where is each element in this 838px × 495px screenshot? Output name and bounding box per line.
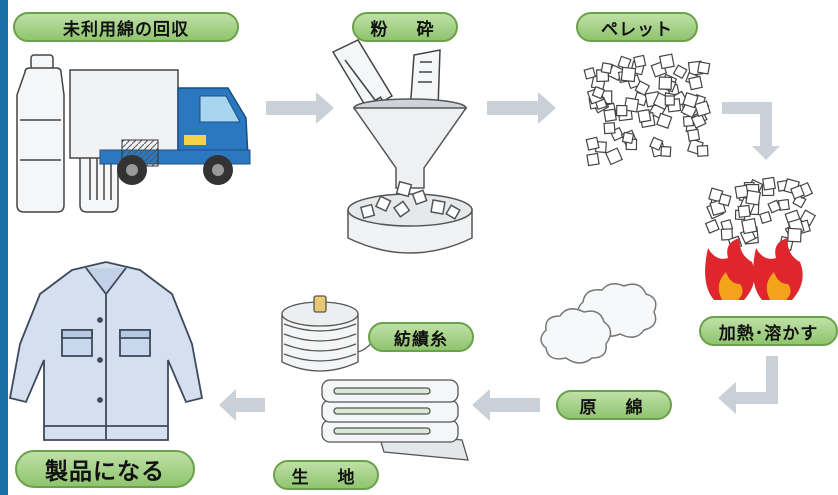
yarn-spool-icon: [281, 295, 373, 372]
arrow-left-icon: [718, 356, 778, 414]
arrow-left-icon: [219, 389, 265, 421]
pellet: [633, 54, 647, 68]
pellet: [649, 136, 664, 151]
pellet: [603, 108, 617, 123]
pellet: [621, 131, 635, 145]
pellet: [704, 218, 720, 234]
cotton-cloud-icon: [540, 283, 657, 364]
jacket-icon: [8, 261, 204, 441]
pellet: [586, 152, 600, 167]
pellets-icon: [704, 176, 817, 252]
pellet: [637, 108, 652, 123]
step-label-fabric: 生 地: [273, 460, 379, 490]
arrow-right-icon: [487, 92, 556, 124]
pellet: [623, 97, 640, 113]
step-label-pellet: ペレット: [576, 12, 698, 42]
pellet: [767, 199, 782, 214]
flame-icon: [753, 238, 803, 300]
step-label-collection: 未利用綿の回収: [13, 12, 239, 42]
pellet: [686, 128, 701, 142]
pellet: [660, 145, 672, 157]
pellet: [600, 62, 613, 75]
pellet: [696, 61, 711, 75]
arrow-down-icon: [722, 102, 780, 160]
step-label-product: 製品になる: [15, 450, 195, 488]
pellet: [694, 100, 711, 118]
arrow-right-icon: [266, 92, 334, 124]
pellet: [658, 76, 673, 91]
pellet: [787, 227, 802, 243]
pellet: [737, 204, 751, 218]
pellet: [718, 193, 732, 207]
pellet: [658, 53, 675, 70]
pellet: [603, 122, 616, 135]
arrow-left-icon: [472, 389, 540, 421]
funnel-icon: [352, 98, 468, 189]
fabric-stack-icon: [321, 379, 469, 461]
pellet: [745, 189, 762, 206]
pellet: [720, 228, 734, 241]
pellet: [672, 64, 688, 80]
pellet: [682, 92, 699, 109]
pellets-icon: [583, 53, 711, 167]
pellet: [585, 136, 600, 151]
pellet: [591, 85, 606, 100]
pellet: [656, 112, 673, 129]
pellet: [758, 211, 772, 225]
step-label-crushing: 粉 砕: [352, 12, 458, 42]
pellet: [605, 147, 623, 166]
step-label-raw-cotton: 原 綿: [556, 390, 672, 420]
flame-icon: [705, 238, 755, 300]
pellet: [734, 184, 749, 199]
truck-icon: [69, 69, 251, 185]
pellet: [664, 95, 675, 106]
step-label-melting: 加熱･溶かす: [699, 316, 838, 346]
pellet: [634, 80, 651, 96]
pellet: [620, 66, 637, 83]
pellet: [616, 104, 628, 117]
pellet: [583, 67, 597, 80]
bowl-icon: [347, 180, 473, 254]
step-label-yarn: 紡績糸: [368, 322, 474, 352]
pellet: [690, 113, 707, 129]
pellet: [741, 217, 758, 235]
pellet: [688, 75, 703, 91]
pellet: [790, 184, 805, 200]
pellet: [696, 145, 709, 157]
pellet: [762, 176, 776, 191]
